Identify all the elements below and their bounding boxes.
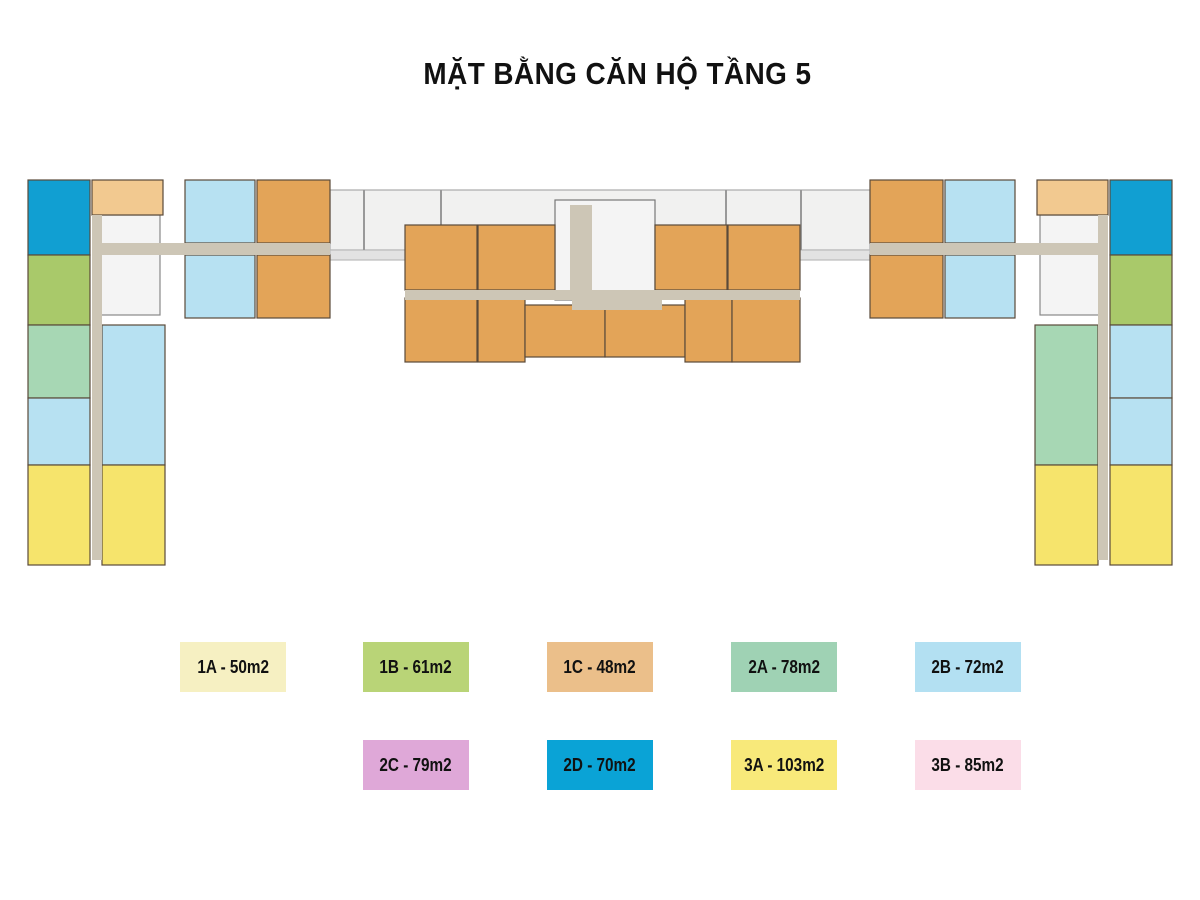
- legend-label: 1A - 50m2: [197, 656, 269, 677]
- unit-3a: [101, 464, 166, 566]
- unit-2a: [27, 324, 91, 399]
- unit-1c: [256, 179, 331, 244]
- legend-label: 3B - 85m2: [931, 754, 1005, 775]
- corridor: [1098, 215, 1108, 560]
- unit-1c: [256, 254, 331, 319]
- unit-2d: [1109, 179, 1173, 256]
- unit-3a: [27, 464, 91, 566]
- legend-label: 1C - 48m2: [563, 656, 637, 677]
- divider-wall: [440, 190, 442, 250]
- legend-item-1b: 1B - 61m2: [363, 642, 469, 692]
- unit-1c: [1036, 179, 1109, 216]
- legend-item-2b: 2B - 72m2: [915, 642, 1021, 692]
- core-left: [99, 214, 161, 316]
- legend-label: 2A - 78m2: [748, 656, 820, 677]
- legend-item-3a: 3A - 103m2: [731, 740, 837, 790]
- corridor: [570, 205, 592, 295]
- page-title: MẶT BẰNG CĂN HỘ TẦNG 5: [423, 56, 812, 91]
- unit-1c: [727, 224, 801, 291]
- unit-1c: [404, 224, 478, 291]
- unit-1c: [654, 224, 728, 291]
- unit-1c: [524, 304, 606, 358]
- legend-item-2d: 2D - 70m2: [547, 740, 653, 790]
- unit-1c: [731, 297, 801, 363]
- legend-label: 2D - 70m2: [563, 754, 637, 775]
- legend-label: 1B - 61m2: [379, 656, 453, 677]
- corridor: [92, 215, 102, 560]
- corridor: [92, 243, 330, 255]
- legend-label: 2C - 79m2: [379, 754, 453, 775]
- legend-item-1c: 1C - 48m2: [547, 642, 653, 692]
- unit-1c: [477, 224, 556, 291]
- legend-item-3b: 3B - 85m2: [915, 740, 1021, 790]
- legend-label: 2B - 72m2: [931, 656, 1005, 677]
- corridor: [870, 243, 1108, 255]
- legend-item-1a: 1A - 50m2: [180, 642, 286, 692]
- unit-2b: [184, 254, 256, 319]
- unit-1b: [27, 254, 91, 326]
- unit-1b: [1109, 254, 1173, 326]
- unit-1c: [684, 297, 733, 363]
- unit-2b: [1109, 324, 1173, 399]
- unit-1c: [404, 297, 478, 363]
- unit-3a: [1109, 464, 1173, 566]
- unit-2b: [944, 179, 1016, 244]
- unit-3a: [1034, 464, 1099, 566]
- legend-item-2c: 2C - 79m2: [363, 740, 469, 790]
- divider-wall: [725, 190, 727, 250]
- unit-2d: [27, 179, 91, 256]
- unit-1c: [869, 254, 944, 319]
- unit-2b: [27, 397, 91, 466]
- core-right: [1039, 214, 1101, 316]
- divider-wall: [363, 190, 365, 250]
- unit-1c: [604, 304, 686, 358]
- divider-wall: [800, 190, 802, 250]
- legend-label: 3A - 103m2: [743, 754, 825, 775]
- corridor: [572, 290, 662, 310]
- unit-2b: [101, 324, 166, 466]
- legend-item-2a: 2A - 78m2: [731, 642, 837, 692]
- unit-2b: [1109, 397, 1173, 466]
- unit-1c: [91, 179, 164, 216]
- unit-2b: [1034, 324, 1099, 466]
- unit-2b: [944, 254, 1016, 319]
- unit-2b: [184, 179, 256, 244]
- unit-1c: [477, 297, 526, 363]
- unit-1c: [869, 179, 944, 244]
